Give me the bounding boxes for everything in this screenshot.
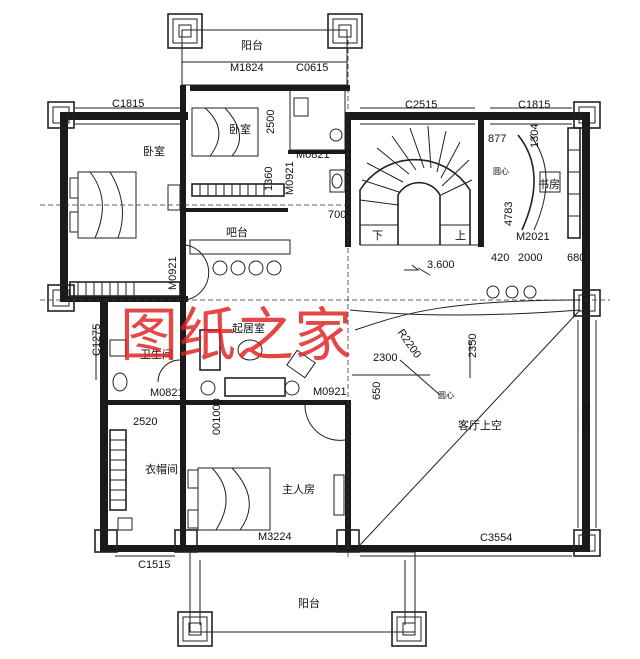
room-living-void: 客厅上空 bbox=[458, 418, 502, 432]
master-bedroom bbox=[187, 404, 346, 531]
label-c2515: C2515 bbox=[405, 99, 437, 111]
living-void bbox=[349, 264, 581, 546]
label-1360: 1360 bbox=[263, 167, 275, 191]
left-bathroom bbox=[109, 339, 181, 392]
room-bar: 吧台 bbox=[226, 225, 248, 239]
room-bathroom: 卫生间 bbox=[140, 347, 173, 361]
label-2520: 2520 bbox=[133, 416, 157, 428]
middle-bedroom bbox=[191, 107, 285, 197]
label-700: 700 bbox=[328, 209, 346, 221]
room-lounge: 起居室 bbox=[232, 321, 265, 335]
axis-lines bbox=[40, 40, 610, 560]
label-c1815-right: C1815 bbox=[518, 99, 550, 111]
watermark: 图纸之家 bbox=[120, 301, 352, 369]
label-c3554-bottom: C3554 bbox=[480, 532, 512, 544]
study bbox=[517, 127, 581, 239]
label-877: 877 bbox=[488, 133, 506, 145]
corner-columns bbox=[47, 101, 601, 557]
label-1000: 001000 bbox=[211, 398, 223, 435]
label-stair-up: 上 bbox=[455, 229, 466, 242]
label-3600: 3.600 bbox=[427, 259, 455, 271]
bar-area bbox=[185, 239, 291, 301]
label-4783: 4783 bbox=[503, 202, 515, 226]
label-m0821-top: M0821 bbox=[296, 149, 330, 161]
label-stair-down: 下 bbox=[372, 230, 383, 242]
label-c1815-left: C1815 bbox=[112, 98, 144, 110]
label-m2021: M2021 bbox=[516, 231, 550, 243]
room-balcony-bottom: 阳台 bbox=[298, 596, 320, 610]
top-balcony bbox=[167, 13, 363, 86]
label-c0615: C0615 bbox=[296, 62, 328, 74]
label-circle-center-1: 圆心 bbox=[493, 167, 509, 176]
label-1304: 1304 bbox=[529, 124, 541, 148]
label-c1515: C1515 bbox=[138, 559, 170, 571]
left-bedroom bbox=[69, 171, 181, 297]
label-m3224: M3224 bbox=[258, 531, 292, 543]
label-2500: 2500 bbox=[265, 110, 277, 134]
room-wardrobe: 衣帽间 bbox=[145, 462, 178, 476]
room-labels: 阳台 卧室 卧室 吧台 起居室 卫生间 衣帽间 主人房 客厅上空 书房 阳台 bbox=[140, 38, 560, 610]
room-balcony-top: 阳台 bbox=[241, 38, 263, 52]
label-2350: 2350 bbox=[467, 334, 479, 358]
label-650: 650 bbox=[371, 382, 383, 400]
label-2000: 2000 bbox=[518, 252, 542, 264]
windows bbox=[75, 107, 597, 557]
room-bedroom-left: 卧室 bbox=[143, 144, 165, 158]
label-c1275: C1275 bbox=[91, 324, 103, 356]
label-c3554-right: C3554 bbox=[581, 404, 593, 436]
label-circle-center-2: 圆心 bbox=[438, 391, 454, 400]
label-420: 420 bbox=[491, 252, 509, 264]
label-m0921-left: M0921 bbox=[167, 256, 179, 290]
room-bedroom-mid: 卧室 bbox=[229, 122, 251, 136]
bottom-balcony bbox=[177, 551, 427, 647]
label-r2200: R2200 bbox=[395, 327, 423, 360]
label-m0921-mid: M0921 bbox=[313, 386, 347, 398]
room-study: 书房 bbox=[538, 178, 560, 191]
label-m0821-bottom: M0821 bbox=[150, 387, 184, 399]
label-680: 680 bbox=[567, 252, 585, 264]
lounge bbox=[199, 329, 316, 397]
spiral-staircase bbox=[359, 125, 478, 246]
label-2300: 2300 bbox=[373, 352, 397, 364]
label-m1824: M1824 bbox=[230, 62, 264, 74]
label-m0921-top: M0921 bbox=[284, 161, 296, 195]
top-bathroom bbox=[289, 89, 346, 193]
room-master-bedroom: 主人房 bbox=[282, 483, 315, 496]
wardrobe bbox=[109, 429, 133, 531]
